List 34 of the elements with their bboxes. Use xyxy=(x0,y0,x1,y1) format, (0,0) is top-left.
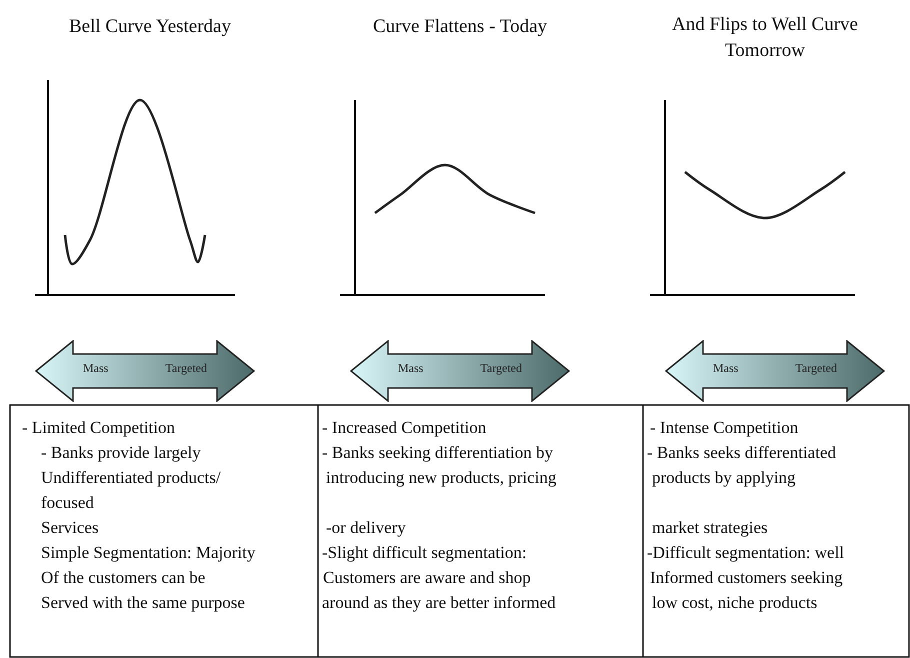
table-text: -Slight difficult segmentation: xyxy=(322,543,527,563)
table-text: - Banks seeks differentiated xyxy=(647,443,836,463)
table-text: around as they are better informed xyxy=(322,593,556,613)
table-text: -or delivery xyxy=(326,518,406,538)
table-text: Services xyxy=(41,518,99,538)
double-arrow xyxy=(35,340,255,402)
table-text: Served with the same purpose xyxy=(41,593,245,613)
panel-title: Curve Flattens - Today xyxy=(372,15,548,39)
arrow-label: Mass xyxy=(83,361,108,376)
double-arrow xyxy=(665,340,885,402)
table-text: - Increased Competition xyxy=(322,418,486,438)
arrow-label: Mass xyxy=(398,361,424,376)
arrow-label: Targeted xyxy=(795,361,837,376)
table-text: products by applying xyxy=(652,468,796,488)
arrow-label: Targeted xyxy=(165,361,207,376)
table-text: low cost, niche products xyxy=(652,593,818,613)
panel-title: And Flips to Well Curve Tomorrow xyxy=(670,13,859,63)
table-text: - Intense Competition xyxy=(650,418,798,438)
double-arrow xyxy=(350,340,570,402)
table-text: - Limited Competition xyxy=(22,418,175,438)
arrow-label: Targeted xyxy=(480,361,522,376)
table-text: - Banks seeking differentiation by xyxy=(322,443,554,463)
table-text: Simple Segmentation: Majority xyxy=(41,543,256,563)
table-text: focused xyxy=(41,493,94,513)
table-text: Of the customers can be xyxy=(41,568,206,588)
table-text: -Difficult segmentation: well xyxy=(647,543,844,563)
arrow-label: Mass xyxy=(713,361,738,376)
table-text: market strategies xyxy=(652,518,768,538)
table-text: introducing new products, pricing xyxy=(326,468,556,488)
table-text: Undifferentiated products/ xyxy=(41,468,221,488)
table-text: Informed customers seeking xyxy=(650,568,843,588)
table-text: - Banks provide largely xyxy=(41,443,201,463)
table-text: Customers are aware and shop xyxy=(323,568,531,588)
panel-title: Bell Curve Yesterday xyxy=(68,15,232,39)
